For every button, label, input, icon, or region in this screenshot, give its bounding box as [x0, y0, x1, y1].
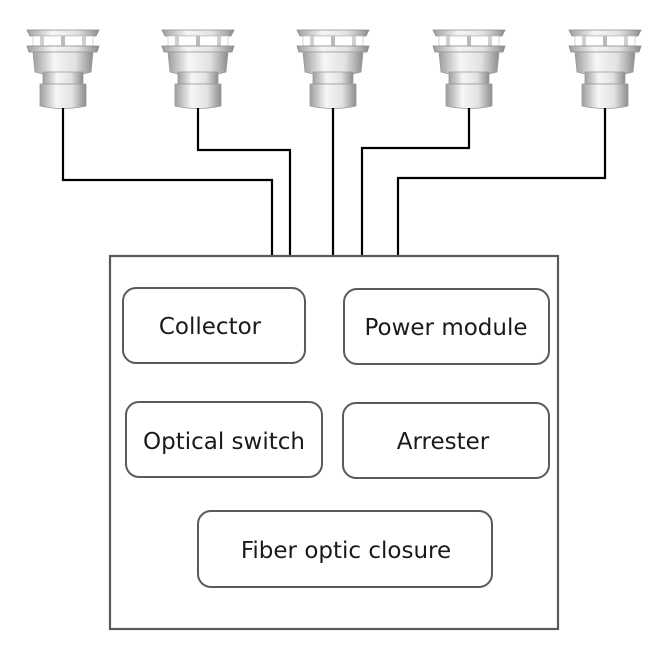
sensor-4 — [432, 29, 506, 109]
enclosure-box — [108, 254, 560, 631]
weather-station-sensor-icon — [161, 29, 235, 109]
arrester-label: Arrester — [397, 429, 490, 455]
weather-station-sensor-icon — [568, 29, 642, 109]
cables — [61, 108, 607, 257]
optical-switch-module: Optical switch — [125, 401, 323, 478]
weather-station-sensor-icon — [432, 29, 506, 109]
weather-station-sensor-icon — [296, 29, 370, 109]
power-module-label: Power module — [364, 315, 527, 341]
cable-2 — [196, 108, 292, 257]
power-module: Power module — [343, 288, 550, 365]
collector-label: Collector — [159, 314, 262, 340]
collector-module: Collector — [122, 287, 306, 364]
cable-4 — [360, 108, 471, 257]
sensor-2 — [161, 29, 235, 109]
sensor-1 — [26, 29, 100, 109]
cable-5 — [396, 108, 607, 257]
optical-switch-label: Optical switch — [143, 429, 305, 455]
fiber-optic-closure-module: Fiber optic closure — [197, 510, 493, 588]
sensor-5 — [568, 29, 642, 109]
fiber-optic-closure-label: Fiber optic closure — [241, 538, 451, 564]
weather-station-sensor-icon — [26, 29, 100, 109]
cable-1 — [61, 108, 274, 257]
arrester-module: Arrester — [342, 402, 550, 479]
sensor-3 — [296, 29, 370, 109]
